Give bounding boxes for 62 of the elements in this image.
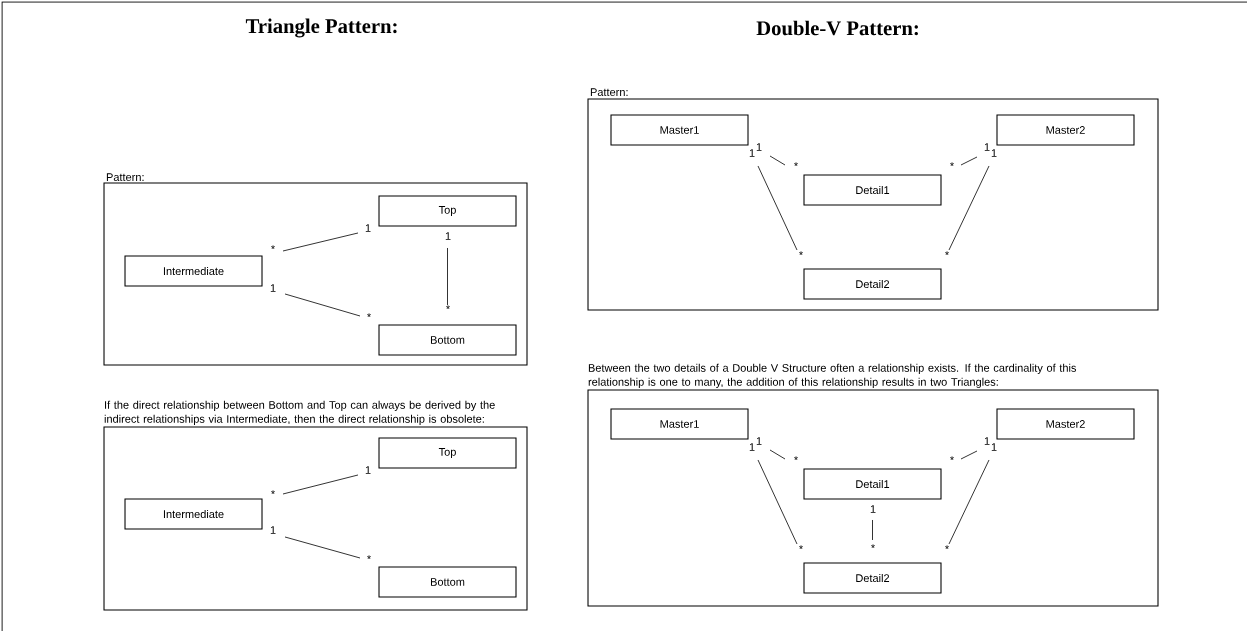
- multiplicity-label: *: [271, 245, 275, 250]
- multiplicity-label: 1: [270, 526, 276, 534]
- panel-heading: If the direct relationship between Bottom and Top can always be derived by the indirect relationships via Intermediate, then the direct relationship is obsolete:: [104, 400, 495, 425]
- entity-box: Master2: [996, 114, 1135, 146]
- multiplicity-label: 1: [756, 437, 762, 445]
- connector-line: [757, 459, 798, 545]
- entity-box: Bottom: [378, 324, 517, 356]
- multiplicity-label: 1: [445, 232, 451, 240]
- entity-box: Intermediate: [124, 255, 263, 287]
- entity-box: Intermediate: [124, 498, 263, 530]
- multiplicity-label: *: [799, 251, 803, 256]
- panel-heading: Pattern:: [106, 173, 144, 181]
- connector-line: [757, 165, 798, 251]
- multiplicity-label: 1: [984, 437, 990, 445]
- entity-box: Top: [378, 437, 517, 469]
- panel-heading: Pattern:: [590, 88, 628, 96]
- multiplicity-label: 1: [756, 143, 762, 151]
- multiplicity-label: *: [367, 555, 371, 560]
- connector-line: [284, 293, 361, 317]
- panel-heading: Between the two details of a Double V Structure often a relationship exists. If the cardinality of this relationship is one to many, the addition of this relationship results in two Triangles:: [588, 363, 1077, 388]
- multiplicity-label: *: [945, 545, 949, 550]
- entity-box: Detail1: [803, 174, 942, 206]
- section-title: Double-V Pattern:: [756, 20, 918, 36]
- entity-box: Master1: [610, 408, 749, 440]
- connector-line: [284, 536, 361, 559]
- multiplicity-label: *: [794, 162, 798, 167]
- multiplicity-label: *: [871, 544, 875, 549]
- connector-line: [948, 459, 990, 545]
- entity-box: Detail2: [803, 268, 942, 300]
- connector-line: [960, 450, 978, 460]
- multiplicity-label: 1: [365, 466, 371, 474]
- multiplicity-label: *: [950, 162, 954, 167]
- multiplicity-label: 1: [870, 505, 876, 513]
- multiplicity-label: *: [446, 305, 450, 310]
- multiplicity-label: 1: [991, 443, 997, 451]
- connector-line: [769, 155, 786, 166]
- connector-line: [872, 519, 873, 541]
- multiplicity-label: 1: [270, 284, 276, 292]
- connector-line: [769, 449, 786, 460]
- multiplicity-label: 1: [984, 143, 990, 151]
- multiplicity-label: *: [799, 545, 803, 550]
- multiplicity-label: 1: [749, 443, 755, 451]
- connector-line: [960, 156, 978, 166]
- connector-line: [282, 232, 359, 252]
- multiplicity-label: *: [271, 490, 275, 495]
- connector-line: [282, 474, 359, 495]
- multiplicity-label: 1: [365, 224, 371, 232]
- multiplicity-label: *: [945, 251, 949, 256]
- multiplicity-label: 1: [991, 149, 997, 157]
- connector-line: [948, 165, 990, 251]
- multiplicity-label: *: [950, 456, 954, 461]
- section-title: Triangle Pattern:: [245, 18, 397, 38]
- multiplicity-label: *: [367, 313, 371, 318]
- multiplicity-label: *: [794, 456, 798, 461]
- connector-line: [447, 247, 448, 306]
- entity-box: Detail1: [803, 468, 942, 500]
- entity-box: Master2: [996, 408, 1135, 440]
- multiplicity-label: 1: [749, 149, 755, 157]
- entity-box: Bottom: [378, 566, 517, 598]
- entity-box: Master1: [610, 114, 749, 146]
- entity-box: Detail2: [803, 562, 942, 594]
- entity-box: Top: [378, 195, 517, 227]
